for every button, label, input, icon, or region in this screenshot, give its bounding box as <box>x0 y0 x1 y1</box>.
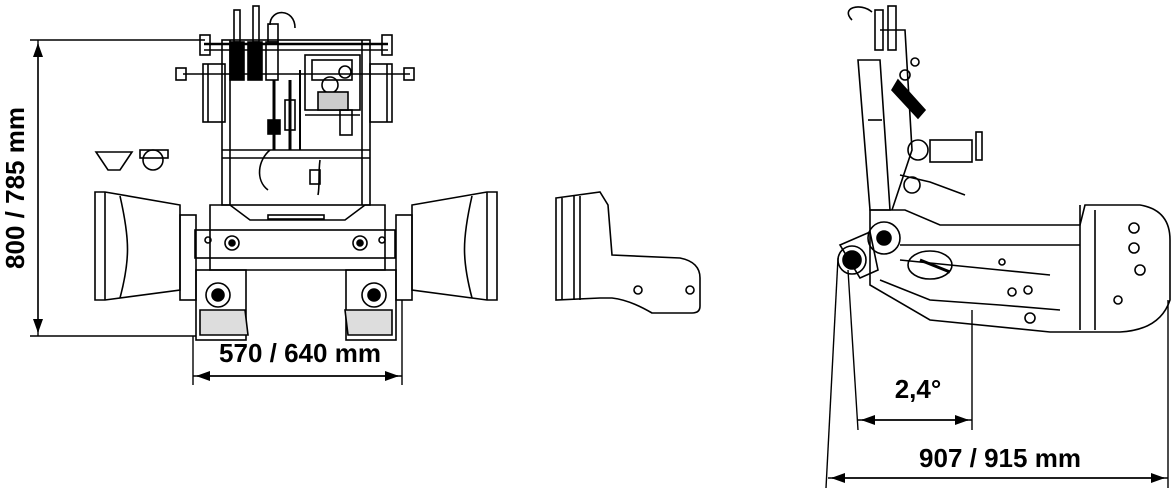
side-pivot-roller <box>837 221 901 280</box>
angle-label: 2,4° <box>895 374 942 404</box>
width-label: 570 / 640 mm <box>219 338 381 368</box>
front-side-boxes <box>202 63 393 123</box>
front-bracket <box>94 149 169 171</box>
front-valve-block <box>304 54 361 136</box>
side-mast <box>847 5 927 211</box>
front-crossbar <box>194 204 396 271</box>
front-dimensions <box>30 39 403 385</box>
side-dimensions <box>825 257 1169 489</box>
side-top-pin <box>907 131 983 163</box>
front-right-wing <box>395 191 498 301</box>
side-main-frame <box>869 204 1171 333</box>
side-hook-area <box>899 174 966 196</box>
length-label: 907 / 915 mm <box>919 443 1081 473</box>
detail-bracket-part <box>555 191 701 314</box>
height-label: 800 / 785 mm <box>0 107 30 269</box>
angle-line-inclined <box>847 269 859 431</box>
front-couplers <box>229 5 321 196</box>
length-left-extension <box>825 257 839 489</box>
side-view <box>837 5 1171 333</box>
front-lower-hooks <box>195 269 397 341</box>
front-left-wing <box>94 191 197 301</box>
front-view <box>94 5 498 341</box>
